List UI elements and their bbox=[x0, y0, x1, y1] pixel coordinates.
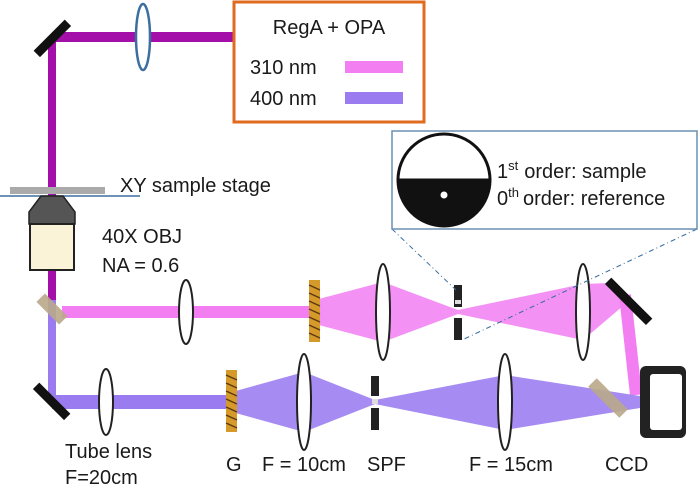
spf-label: SPF bbox=[367, 454, 406, 476]
objective-label-2: NA = 0.6 bbox=[102, 255, 179, 277]
ccd-splitter bbox=[588, 378, 628, 418]
dichroic-splitter bbox=[36, 293, 68, 325]
tube-lens-label-1: Tube lens bbox=[65, 441, 152, 463]
objective-label-1: 40X OBJ bbox=[102, 226, 182, 248]
magenta-diverge-fan bbox=[315, 282, 383, 342]
lower-grating bbox=[225, 370, 238, 432]
lens-10cm-label: F = 10cm bbox=[262, 454, 346, 476]
beam-paths bbox=[48, 32, 642, 432]
tube-lens bbox=[98, 368, 114, 436]
upper-slit bbox=[454, 285, 462, 340]
right-mirror bbox=[604, 277, 653, 326]
violet-converge-fan bbox=[304, 372, 375, 432]
legend-swatch-310 bbox=[345, 61, 403, 73]
slit-disc-bottom bbox=[396, 178, 492, 228]
upper-grating bbox=[308, 280, 321, 342]
upper-lens-2 bbox=[375, 263, 391, 361]
lens-15cm-label: F = 15cm bbox=[469, 454, 553, 476]
bottom-left-mirror bbox=[32, 382, 71, 421]
tube-lens-label-2: F=20cm bbox=[65, 467, 138, 489]
spf-filter bbox=[371, 376, 379, 430]
legend-label-310: 310 nm bbox=[250, 57, 317, 79]
ccd-label: CCD bbox=[605, 454, 648, 476]
upper-lens-3 bbox=[575, 263, 591, 361]
slit-disc-top bbox=[396, 132, 492, 182]
top-lens bbox=[134, 2, 152, 72]
lower-lens-10cm bbox=[296, 353, 312, 451]
grating-label: G bbox=[226, 454, 242, 476]
legend-label-400: 400 nm bbox=[250, 88, 317, 110]
magenta-converge-fan bbox=[383, 282, 458, 342]
objective bbox=[28, 195, 76, 271]
top-left-mirror bbox=[33, 19, 72, 58]
lower-lens-15cm bbox=[497, 353, 513, 451]
source-box: RegA + OPA 310 nm 400 nm bbox=[232, 0, 426, 124]
legend-swatch-400 bbox=[345, 92, 403, 104]
violet-diverge-fan bbox=[232, 372, 304, 432]
upper-lens-1 bbox=[178, 279, 194, 345]
ccd-camera bbox=[640, 366, 686, 438]
slit-pinhole bbox=[440, 191, 448, 199]
stage-label: XY sample stage bbox=[120, 175, 271, 197]
sample-stage bbox=[10, 187, 105, 194]
violet-to-ccd bbox=[505, 375, 640, 430]
violet-after-spf bbox=[375, 375, 505, 430]
magenta-down-to-ccd bbox=[619, 294, 642, 396]
source-box-title: RegA + OPA bbox=[273, 17, 386, 39]
